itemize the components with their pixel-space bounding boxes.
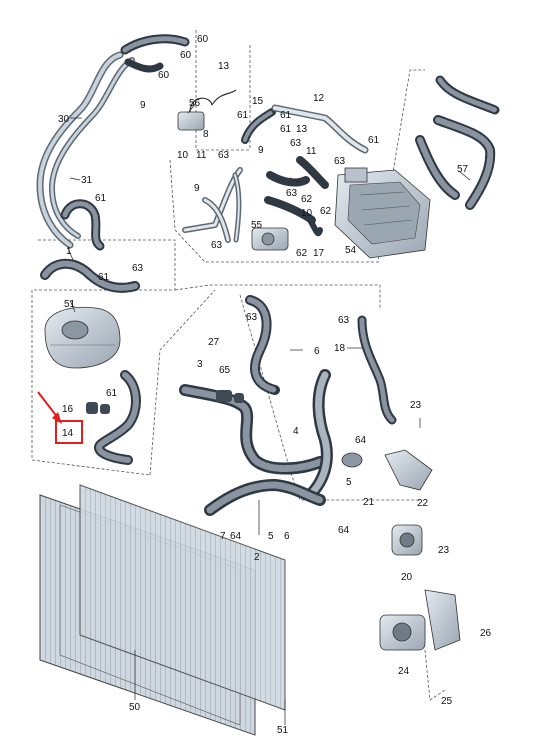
hose-61-left: [60, 199, 105, 251]
label-61d: 61: [95, 193, 107, 204]
label-13b: 13: [296, 124, 308, 135]
label-63c: 63: [334, 156, 346, 167]
label-63h: 63: [338, 315, 350, 326]
hose-2: [204, 479, 326, 516]
bracket-22: [384, 449, 433, 491]
label-61b2: 61: [280, 124, 292, 135]
hose-60-top: [120, 34, 190, 73]
label-5: 5: [346, 477, 352, 488]
label-11b: 11: [306, 146, 317, 157]
hose-18: [357, 315, 397, 425]
label-31: 31: [81, 175, 93, 186]
label-10: 10: [177, 150, 189, 161]
hose-1: [40, 258, 140, 293]
label-14: 14: [62, 428, 74, 439]
label-2: 2: [254, 552, 260, 563]
pipe-cluster-9: [182, 167, 243, 243]
label-7: 7: [220, 531, 226, 542]
label-4: 4: [293, 426, 299, 437]
hose-3: [179, 384, 326, 475]
label-50: 50: [129, 702, 141, 713]
clip-65: [216, 390, 244, 403]
label-57: 57: [457, 164, 469, 175]
sensor-56: [177, 89, 237, 131]
hose-30: [36, 51, 135, 249]
pipe-12: [271, 104, 369, 154]
clip-16: [86, 402, 110, 414]
label-63d: 63: [286, 188, 298, 199]
label-23b: 23: [438, 545, 450, 556]
label-20: 20: [401, 572, 413, 583]
label-3: 3: [197, 359, 203, 370]
label-62b: 62: [320, 206, 332, 217]
label-64a: 64: [355, 435, 367, 446]
label-62c: 62: [296, 248, 308, 259]
label-26: 26: [480, 628, 492, 639]
label-63f: 63: [132, 263, 144, 274]
label-10b: 10: [301, 208, 313, 219]
label-12: 12: [313, 93, 325, 104]
label-13a: 13: [218, 61, 230, 72]
pump-20: [391, 524, 423, 556]
label-63b: 63: [290, 138, 302, 149]
leader-lines: [67, 102, 471, 725]
label-61e: 61: [98, 272, 110, 283]
label-61a: 61: [237, 110, 249, 121]
part-labels: 60 60 60 13 9 30 56 12 15 61 61 61 13 61…: [58, 34, 492, 736]
highlight-callout: [37, 391, 83, 444]
valve-55: [251, 227, 289, 251]
label-9b: 9: [258, 145, 264, 156]
label-1: 1: [66, 246, 72, 257]
label-64c: 64: [338, 525, 350, 536]
label-63g: 63: [246, 312, 258, 323]
label-22: 22: [417, 498, 429, 509]
label-23a: 23: [410, 400, 422, 411]
label-6: 6: [314, 346, 320, 357]
hose-6: [245, 295, 280, 395]
hose-14: [94, 370, 141, 465]
label-60a: 60: [197, 34, 209, 45]
label-15: 15: [252, 96, 264, 107]
hose-57: [415, 75, 500, 210]
label-61f: 61: [106, 388, 118, 399]
hose-63-small-cluster: [264, 156, 329, 237]
label-60c: 60: [158, 70, 170, 81]
label-8: 8: [203, 129, 209, 140]
label-18: 18: [334, 343, 346, 354]
label-62a: 62: [301, 194, 313, 205]
label-51a: 51: [64, 299, 76, 310]
label-21: 21: [363, 497, 375, 508]
hose-61-upper: [241, 108, 276, 144]
pipe-4: [304, 369, 333, 501]
clip-5: [341, 452, 363, 468]
label-63a: 63: [218, 150, 230, 161]
label-54: 54: [345, 245, 357, 256]
label-65: 65: [219, 365, 231, 376]
heater-core-54: [334, 167, 431, 259]
label-17: 17: [313, 248, 325, 259]
label-64b: 64: [230, 531, 242, 542]
label-61b: 61: [280, 110, 292, 121]
label-27: 27: [208, 337, 220, 348]
bracket-26: [424, 589, 461, 651]
label-11a: 11: [196, 150, 207, 161]
label-16: 16: [62, 404, 74, 415]
label-56: 56: [189, 98, 201, 109]
label-9a: 9: [140, 100, 146, 111]
label-61c: 61: [368, 135, 380, 146]
label-9c: 9: [194, 183, 200, 194]
label-55: 55: [251, 220, 263, 231]
label-63e: 63: [211, 240, 223, 251]
label-30: 30: [58, 114, 70, 125]
label-60b: 60: [180, 50, 192, 61]
label-51b: 51: [277, 725, 289, 736]
label-5b: 5: [268, 531, 274, 542]
pump-24: [379, 614, 426, 651]
expansion-tank-51: [44, 306, 121, 369]
label-6b: 6: [284, 531, 290, 542]
label-25: 25: [441, 696, 453, 707]
label-24: 24: [398, 666, 410, 677]
